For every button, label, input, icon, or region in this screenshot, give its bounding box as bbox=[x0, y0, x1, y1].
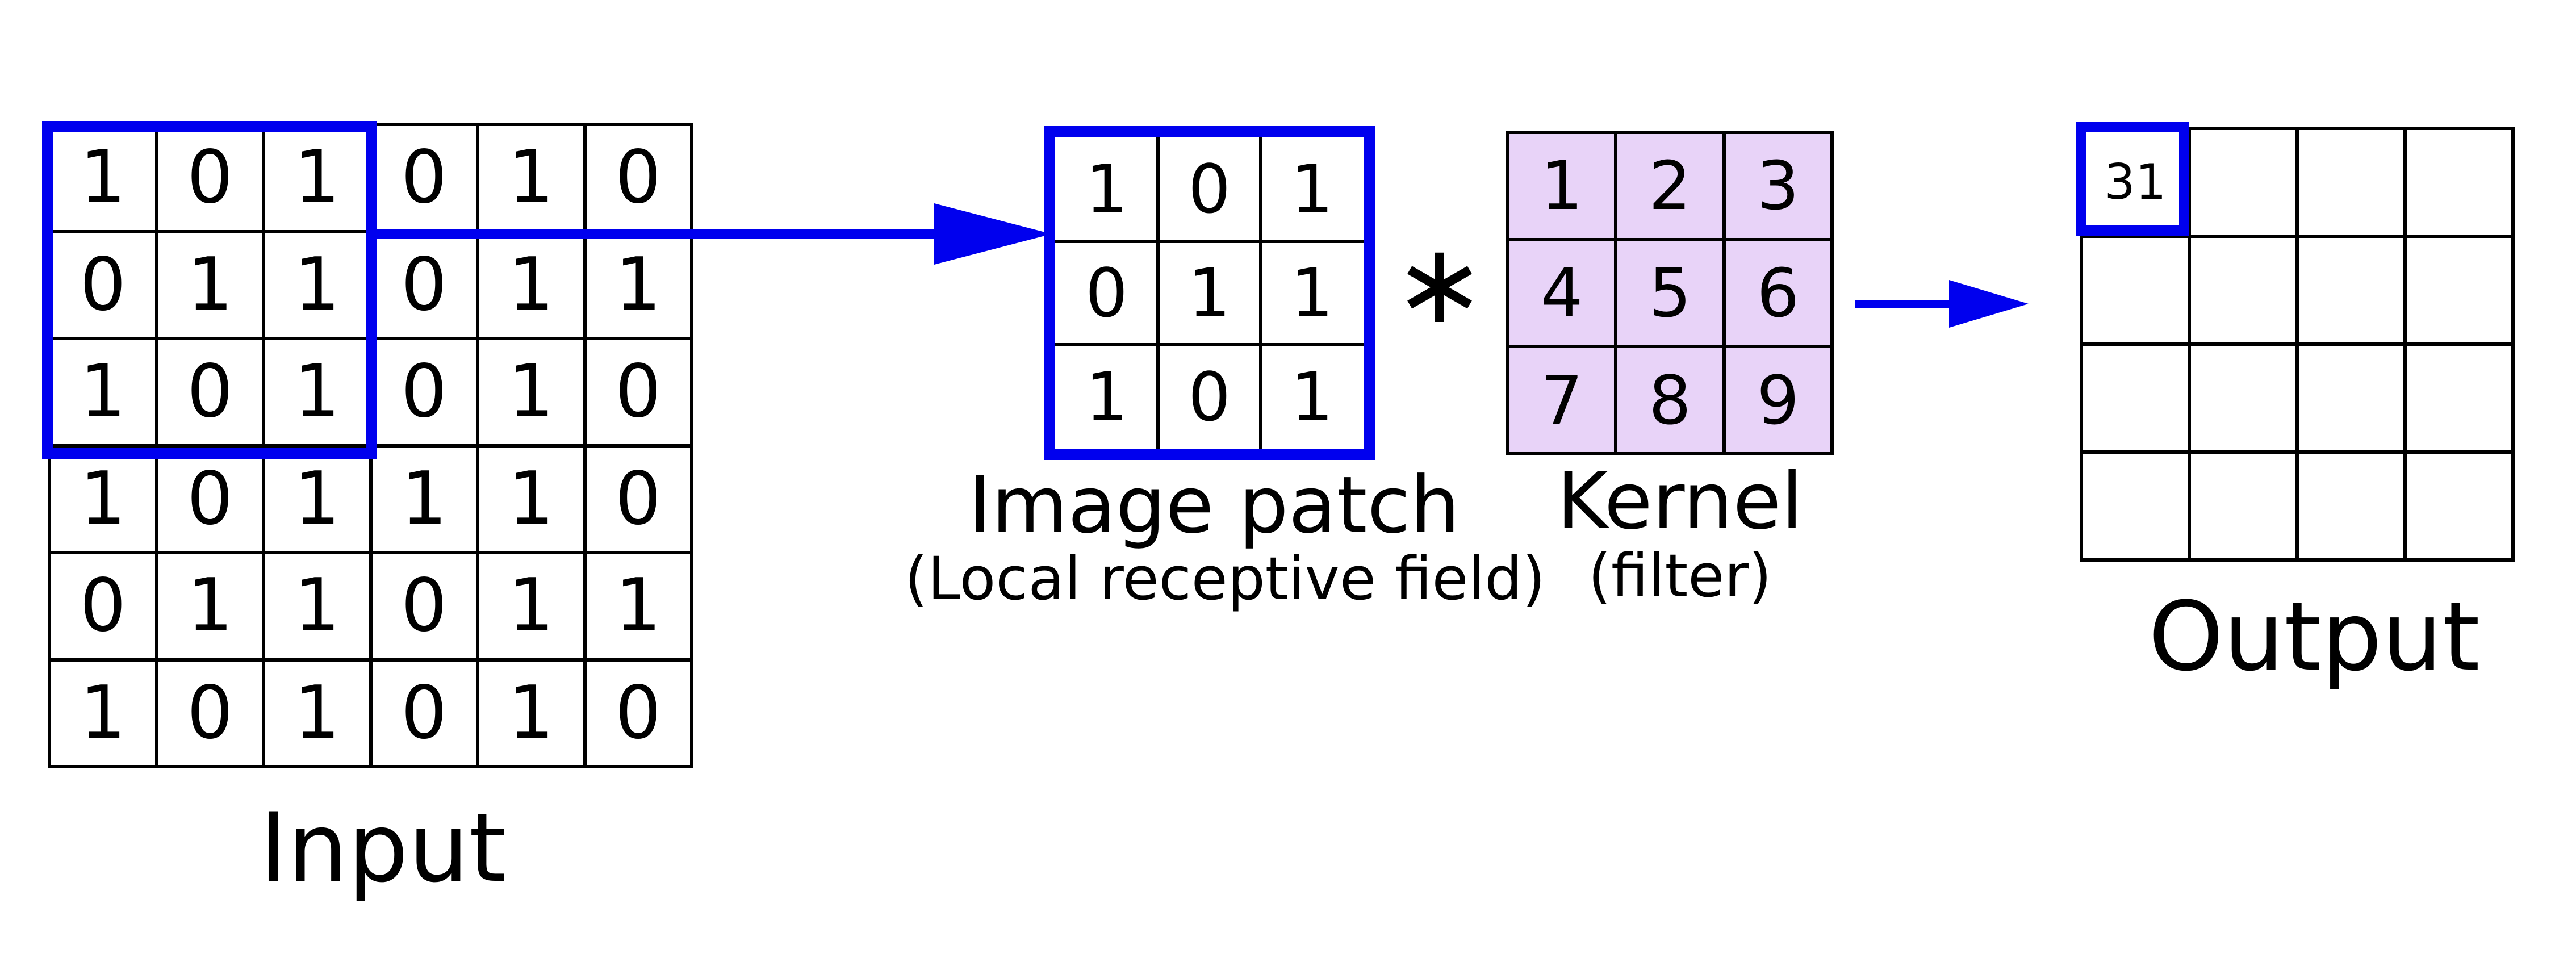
output-grid-cell bbox=[2297, 128, 2405, 236]
patch-grid-line bbox=[1055, 239, 1364, 243]
image-patch-cell: 1 bbox=[1187, 253, 1231, 332]
output-grid-cell bbox=[2405, 236, 2513, 344]
output-grid-cell bbox=[2189, 452, 2297, 560]
output-grid-cell bbox=[2405, 128, 2513, 236]
input-grid-cell: 1 bbox=[49, 659, 157, 767]
output-grid-cell bbox=[2297, 236, 2405, 344]
input-grid-cell: 1 bbox=[478, 124, 585, 232]
input-grid-cell: 0 bbox=[370, 338, 478, 446]
image-patch-sublabel: (Local receptive field) bbox=[904, 544, 1546, 613]
input-grid-cell: 0 bbox=[584, 124, 692, 232]
image-patch-cell: 0 bbox=[1187, 150, 1231, 229]
kernel-grid-cell: 8 bbox=[1616, 346, 1724, 454]
input-receptive-field-highlight bbox=[42, 121, 377, 459]
convolution-operator-symbol: ∗ bbox=[1393, 219, 1486, 348]
output-grid-cell bbox=[2297, 452, 2405, 560]
image-patch-cell: 1 bbox=[1290, 150, 1334, 229]
input-grid-cell: 0 bbox=[584, 445, 692, 553]
output-label: Output bbox=[2148, 581, 2480, 692]
patch-grid-line bbox=[1259, 137, 1262, 449]
input-grid-cell: 0 bbox=[370, 124, 478, 232]
kernel-label: Kernel bbox=[1557, 455, 1803, 547]
output-grid-cell bbox=[2081, 236, 2189, 344]
input-grid-cell: 1 bbox=[370, 445, 478, 553]
output-grid-cell bbox=[2405, 452, 2513, 560]
patch-grid-line bbox=[1055, 343, 1364, 347]
input-grid-cell: 1 bbox=[584, 231, 692, 338]
kernel-sublabel: (filter) bbox=[1588, 541, 1772, 610]
image-patch-cell: 0 bbox=[1187, 357, 1231, 436]
input-grid-cell: 1 bbox=[49, 445, 157, 553]
input-grid-cell: 0 bbox=[156, 338, 264, 446]
input-grid-cell: 1 bbox=[478, 553, 585, 660]
output-grid-cell bbox=[2189, 236, 2297, 344]
output-grid-cell bbox=[2297, 344, 2405, 452]
arrow-input-to-patch-line bbox=[369, 229, 937, 239]
image-patch-cell: 1 bbox=[1290, 357, 1334, 436]
kernel-grid-cell: 2 bbox=[1616, 132, 1724, 240]
output-grid: 31 bbox=[2080, 127, 2515, 562]
kernel-grid-cell: 4 bbox=[1508, 239, 1616, 347]
input-grid-cell: 0 bbox=[370, 553, 478, 660]
kernel-grid-cell: 9 bbox=[1724, 346, 1832, 454]
input-grid-cell: 1 bbox=[478, 659, 585, 767]
kernel-grid-cell: 6 bbox=[1724, 239, 1832, 347]
image-patch-cell: 1 bbox=[1290, 253, 1334, 332]
kernel-grid-cell: 7 bbox=[1508, 346, 1616, 454]
output-grid-cell bbox=[2081, 452, 2189, 560]
input-grid-cell: 0 bbox=[584, 338, 692, 446]
input-grid-cell: 1 bbox=[264, 553, 371, 660]
input-grid-cell: 1 bbox=[156, 553, 264, 660]
kernel-grid-cell: 1 bbox=[1508, 132, 1616, 240]
output-grid-cell bbox=[2405, 344, 2513, 452]
arrow-input-to-patch-head-icon bbox=[934, 203, 1052, 265]
kernel-grid-cell: 3 bbox=[1724, 132, 1832, 240]
input-grid-cell: 1 bbox=[478, 231, 585, 338]
image-patch-cell: 1 bbox=[1085, 357, 1128, 436]
output-grid-cell bbox=[2189, 128, 2297, 236]
output-grid-cell bbox=[2081, 344, 2189, 452]
input-grid-cell: 0 bbox=[156, 445, 264, 553]
input-grid-cell: 0 bbox=[49, 553, 157, 660]
input-grid-cell: 1 bbox=[156, 231, 264, 338]
patch-grid-line bbox=[1156, 137, 1160, 449]
kernel-grid-cell: 5 bbox=[1616, 239, 1724, 347]
input-grid-cell: 0 bbox=[49, 231, 157, 338]
input-grid-cell: 1 bbox=[264, 445, 371, 553]
input-grid-cell: 0 bbox=[156, 124, 264, 232]
input-label: Input bbox=[259, 792, 507, 904]
output-grid-cell bbox=[2189, 344, 2297, 452]
arrow-kernel-to-output-head-icon bbox=[1949, 280, 2029, 328]
image-patch-cell: 0 bbox=[1085, 253, 1128, 332]
input-grid-cell: 1 bbox=[584, 553, 692, 660]
input-grid-cell: 1 bbox=[264, 659, 371, 767]
image-patch-cell: 1 bbox=[1085, 150, 1128, 229]
input-grid-cell: 1 bbox=[478, 338, 585, 446]
input-grid-cell: 0 bbox=[370, 659, 478, 767]
input-grid-cell: 0 bbox=[370, 231, 478, 338]
output-cell-highlight bbox=[2076, 122, 2189, 236]
input-grid-cell: 1 bbox=[478, 445, 585, 553]
input-grid-cell: 0 bbox=[156, 659, 264, 767]
input-grid-cell: 0 bbox=[584, 659, 692, 767]
arrow-kernel-to-output-line bbox=[1855, 300, 1951, 308]
image-patch-label: Image patch bbox=[968, 459, 1460, 551]
